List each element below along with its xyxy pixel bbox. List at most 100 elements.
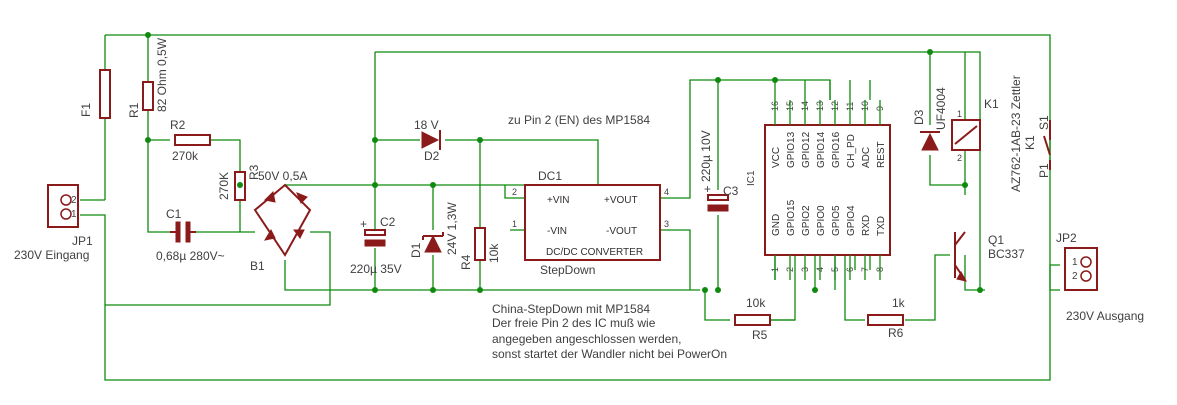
k1-pin2: 2 xyxy=(957,153,962,163)
k1-label: K1 xyxy=(984,97,999,111)
note-line-4: sonst startet der Wandler nicht bei Powe… xyxy=(492,347,727,361)
diode-d3: D3 UF4004 xyxy=(912,87,948,151)
r5-value: 10k xyxy=(746,296,766,310)
ic1-top-pin-name: CH_PD xyxy=(846,134,857,168)
r1-label: R1 xyxy=(127,102,141,118)
dc1-vin-minus: -VIN xyxy=(547,226,567,237)
r2-value: 270k xyxy=(172,149,199,163)
note-line-3: angegeben angeschlossen werden, xyxy=(492,332,681,346)
ic1-top-pin-name: ADC xyxy=(861,147,872,168)
dc1-pin4: 4 xyxy=(664,187,669,197)
p1-label: P1 xyxy=(1037,163,1051,178)
jp2-pin2: 2 xyxy=(1072,271,1078,282)
r1-value: 82 Ohm 0,5W xyxy=(155,37,169,112)
jp2-description: 230V Ausgang xyxy=(1066,309,1144,323)
c1-value: 0,68µ 280V~ xyxy=(156,249,225,263)
ic1-bottom-pin-name: GND xyxy=(771,214,782,236)
r2-label: R2 xyxy=(170,118,186,132)
c2-label: C2 xyxy=(380,215,396,229)
ic1-bottom-pin-name: GPIO5 xyxy=(831,205,842,236)
jp1-pin2: 2 xyxy=(71,195,77,206)
jp1-label: JP1 xyxy=(72,234,93,248)
q1-value: BC337 xyxy=(988,247,1025,261)
ic1-bottom-pin-name: GPIO0 xyxy=(816,205,827,236)
r4-value: 10k xyxy=(487,243,501,263)
transistor-q1: Q1 BC337 xyxy=(954,231,1025,282)
bridge-rectifier-b1: B1 50V 0,5A xyxy=(250,169,312,273)
ic1-top-pin-name: VCC xyxy=(771,147,782,168)
resistor-r5: 10k R5 xyxy=(734,296,771,342)
connector-jp1: 2 1 JP1 230V Eingang xyxy=(14,184,93,262)
fuse-f1: F1 xyxy=(79,69,111,119)
d1-label: D1 xyxy=(409,242,423,258)
notes: China-StepDown mit MP1584 Der freie Pin … xyxy=(492,302,727,361)
diode-d2: 18 V D2 xyxy=(414,118,441,163)
d1-value: 24V 1,3W xyxy=(445,202,459,255)
relay-k1: K1 AZ762-1AB-23 Zettler 1 2 xyxy=(951,75,1023,192)
jp2-label: JP2 xyxy=(1056,231,1077,245)
k1-contact-label: K1 xyxy=(1023,135,1037,150)
dc1-vin-plus: +VIN xyxy=(547,195,570,206)
k1-value: AZ762-1AB-23 Zettler xyxy=(1009,75,1023,192)
r6-value: 1k xyxy=(892,296,906,310)
ic1-bottom-pin-name: RXD xyxy=(861,215,872,236)
b1-label: B1 xyxy=(250,259,265,273)
switch-s1: S1 K1 P1 xyxy=(1023,115,1051,178)
f1-label: F1 xyxy=(79,103,93,117)
ic1-bottom-pin-name: TXD xyxy=(876,216,887,236)
c2-value: 220µ 35V xyxy=(350,262,402,276)
ic1-label: IC1 xyxy=(746,170,757,186)
junctions xyxy=(145,32,983,293)
dc1-title: DC/DC CONVERTER xyxy=(546,247,643,258)
c2-plus: + xyxy=(360,217,367,231)
ic1-bottom-pin-name: GPIO15 xyxy=(786,199,797,236)
ic1-top-pin-name: GPIO14 xyxy=(816,131,827,168)
resistor-r6: 1k R6 xyxy=(867,296,906,340)
ic1-top-pin-name: GPIO16 xyxy=(831,131,842,168)
dc1-pin3: 3 xyxy=(664,219,669,229)
zener-diode-d1: D1 24V 1,3W xyxy=(409,202,459,258)
resistor-r1: R1 82 Ohm 0,5W xyxy=(127,37,169,118)
jp2-pin1: 1 xyxy=(1072,257,1078,268)
k1-pin1: 1 xyxy=(957,109,962,119)
dc1-pin2: 2 xyxy=(512,187,517,197)
d2-value: 18 V xyxy=(414,118,439,132)
r5-label: R5 xyxy=(752,328,768,342)
r6-label: R6 xyxy=(888,326,904,340)
r3-value: 270K xyxy=(217,172,231,200)
r4-label: R4 xyxy=(459,254,473,270)
ic1-top-pin-name: REST xyxy=(876,141,887,168)
b1-value: 50V 0,5A xyxy=(258,169,307,183)
c1-label: C1 xyxy=(166,207,182,221)
r3-label: R3 xyxy=(247,164,261,180)
connector-jp2: 1 2 JP2 230V Ausgang xyxy=(1056,231,1144,323)
jp1-pin1: 1 xyxy=(71,209,77,220)
dc1-pin1: 1 xyxy=(512,219,517,229)
dc1-label: DC1 xyxy=(538,169,562,183)
capacitor-c1: C1 0,68µ 280V~ xyxy=(156,207,225,263)
c3-value: 220µ 10V xyxy=(699,130,713,182)
note-line-2: Der freie Pin 2 des IC muß wie xyxy=(492,316,656,330)
dc1-vout-plus: +VOUT xyxy=(604,195,638,206)
dc1-vout-minus: -VOUT xyxy=(606,226,637,237)
svg-text:+: + xyxy=(704,182,711,196)
resistor-r3: 270K R3 xyxy=(217,164,261,201)
s1-label: S1 xyxy=(1037,115,1051,130)
ic1-bottom-pin-name: GPIO4 xyxy=(846,205,857,236)
dc1-name: StepDown xyxy=(540,263,595,277)
note-line-1: China-StepDown mit MP1584 xyxy=(492,302,650,316)
capacitor-c2: + C2 220µ 35V xyxy=(350,215,402,276)
resistor-r4: R4 10k xyxy=(459,227,501,270)
ic1-top-pin-name: GPIO13 xyxy=(786,131,797,168)
jp1-description: 230V Eingang xyxy=(14,248,89,262)
capacitor-c3: + C3 220µ 10V xyxy=(699,130,739,212)
ic1-esp-module: IC1 VCC16GND1GPIO1315GPIO152GPIO1214GPIO… xyxy=(746,100,891,280)
ic1-bottom-pin-name: GPIO2 xyxy=(801,205,812,236)
resistor-r2: R2 270k xyxy=(170,118,211,163)
ic1-top-pin-name: GPIO12 xyxy=(801,131,812,168)
c3-label: C3 xyxy=(723,184,739,198)
d3-label: D3 xyxy=(912,109,926,125)
q1-label: Q1 xyxy=(988,233,1004,247)
d2-label: D2 xyxy=(424,149,440,163)
